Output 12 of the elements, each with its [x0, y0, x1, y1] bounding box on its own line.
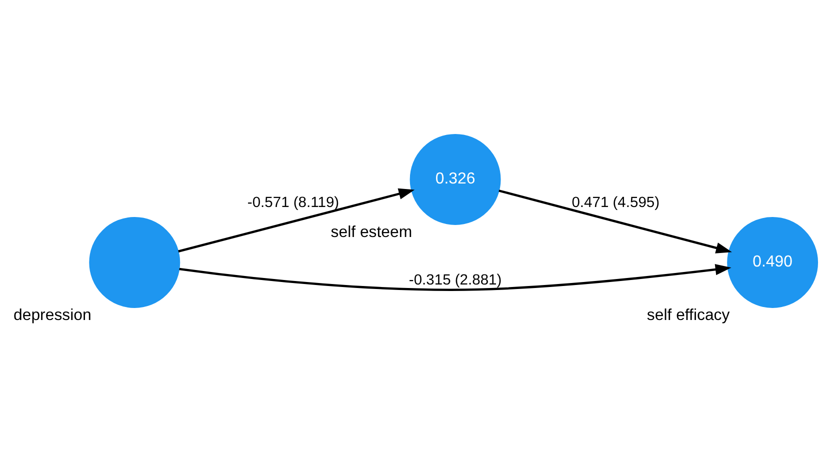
node-circle: 0.326 [410, 133, 501, 224]
node-circle: 0.490 [727, 216, 818, 308]
node-label: self esteem [330, 224, 412, 241]
arrow [498, 189, 732, 253]
edge-label: 0.471 (4.595) [572, 194, 660, 211]
edge-label: -0.315 (2.881) [408, 272, 502, 288]
arrow [179, 264, 732, 290]
node-label: self efficacy [646, 306, 730, 324]
node-circle [89, 216, 180, 308]
arrow [178, 188, 415, 252]
edge-label: -0.571 (8.119) [247, 194, 340, 211]
node-label: depression [14, 306, 92, 324]
